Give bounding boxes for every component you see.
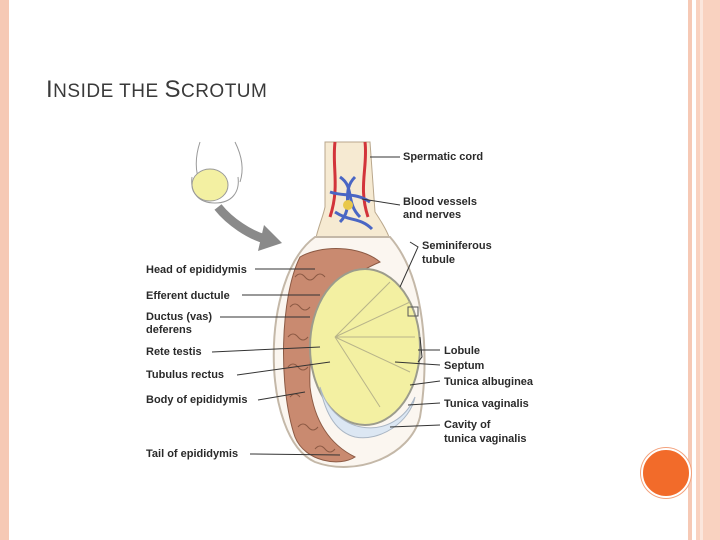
leader-lines <box>211 156 441 456</box>
label-body-of-epididymis: Body of epididymis <box>146 394 247 406</box>
title-cap-1: I <box>46 76 54 103</box>
label-tunica-vaginalis-2: tunica vaginalis <box>444 433 527 445</box>
inset-arrow-head <box>258 225 282 251</box>
label-cavity-of: Cavity of <box>444 419 491 431</box>
decorative-orange-circle <box>641 448 691 498</box>
label-blood-vessels: Blood vessels <box>403 196 477 208</box>
cavity-of-tunica-vaginalis <box>319 386 416 439</box>
scrotum-anatomy-diagram: Head of epididymis Efferent ductule Duct… <box>146 141 534 468</box>
label-tunica-vaginalis: Tunica vaginalis <box>444 398 529 410</box>
title-part-2: CROTUM <box>180 81 268 102</box>
label-seminiferous: Seminiferous <box>422 240 492 252</box>
slide-frame-right-highlight <box>700 0 703 540</box>
label-rete-testis: Rete testis <box>146 346 202 358</box>
inset-arrow <box>214 204 267 244</box>
detail-box <box>407 306 419 317</box>
label-and-nerves: and nerves <box>403 209 461 221</box>
label-tunica-albuginea: Tunica albuginea <box>444 376 534 388</box>
label-head-of-epididymis: Head of epididymis <box>146 264 247 276</box>
label-septum: Septum <box>444 360 485 372</box>
septa-lines <box>334 281 415 408</box>
label-ductus-vas: Ductus (vas) <box>146 311 212 323</box>
nerve-bundle <box>343 200 353 210</box>
slide-frame-left <box>0 0 9 540</box>
label-efferent-ductule: Efferent ductule <box>146 290 230 302</box>
epididymis-coils <box>287 273 336 453</box>
slide-frame-right-stripe <box>688 0 692 540</box>
label-deferens: deferens <box>146 324 192 336</box>
label-spermatic-cord: Spermatic cord <box>403 151 483 163</box>
label-lobule: Lobule <box>444 345 480 357</box>
title-part-1: NSIDE THE <box>53 81 165 102</box>
epididymis <box>283 248 381 463</box>
label-tubule: tubule <box>422 254 455 266</box>
label-tail-of-epididymis: Tail of epididymis <box>146 448 238 460</box>
slide-title: INSIDE THE SCROTUM <box>46 76 267 104</box>
title-cap-2: S <box>164 76 181 103</box>
label-tubulus-rectus: Tubulus rectus <box>146 369 224 381</box>
inset-body-outline <box>191 141 243 204</box>
